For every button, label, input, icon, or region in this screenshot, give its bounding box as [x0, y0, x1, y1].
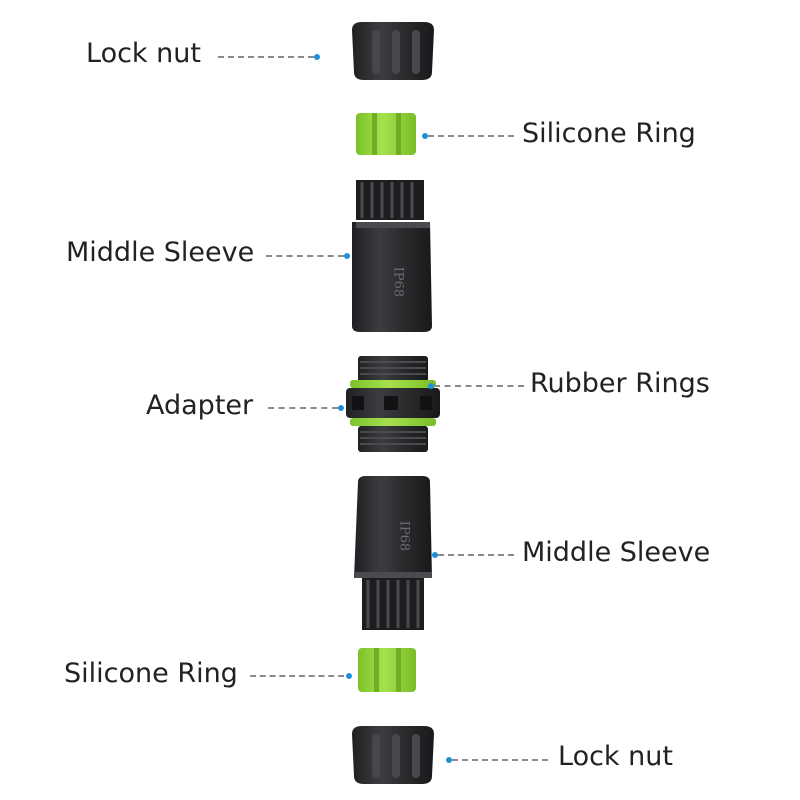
silicone-ring-top-part: [356, 113, 416, 155]
label-silicone-ring-bottom: Silicone Ring: [64, 658, 238, 689]
leader-dot-silicone-ring-bottom: [346, 673, 352, 679]
middle-sleeve-bottom-part: IP68: [354, 476, 432, 630]
leader-middle-sleeve-top: [266, 255, 344, 257]
label-middle-sleeve-top: Middle Sleeve: [66, 237, 255, 268]
leader-dot-middle-sleeve-bottom: [432, 552, 438, 558]
lock-nut-bottom-part: [352, 726, 434, 784]
leader-middle-sleeve-bottom: [438, 554, 514, 556]
leader-silicone-ring-bottom: [250, 675, 344, 677]
label-rubber-rings: Rubber Rings: [530, 368, 710, 399]
leader-dot-rubber-rings: [428, 383, 434, 389]
label-adapter: Adapter: [146, 390, 254, 421]
label-lock-nut-top: Lock nut: [86, 38, 201, 69]
middle-sleeve-top-part: IP68: [352, 180, 432, 332]
leader-silicone-ring-top: [428, 135, 514, 137]
leader-dot-middle-sleeve-top: [344, 253, 350, 259]
label-lock-nut-bottom: Lock nut: [558, 741, 673, 772]
lock-nut-top-part: [352, 22, 434, 80]
leader-dot-lock-nut-bottom: [446, 757, 452, 763]
leader-lock-nut-bottom: [452, 759, 548, 761]
leader-rubber-rings: [434, 385, 524, 387]
leader-adapter: [268, 407, 338, 409]
middle-sleeve-bottom-marking: IP68: [397, 521, 412, 551]
adapter-part: [346, 356, 440, 452]
label-middle-sleeve-bottom: Middle Sleeve: [522, 537, 711, 568]
silicone-ring-bottom-part: [358, 648, 416, 692]
leader-dot-silicone-ring-top: [422, 133, 428, 139]
leader-dot-lock-nut-top: [314, 54, 320, 60]
middle-sleeve-top-marking: IP68: [391, 267, 406, 297]
leader-lock-nut-top: [218, 56, 314, 58]
label-silicone-ring-top: Silicone Ring: [522, 118, 696, 149]
leader-dot-adapter: [338, 405, 344, 411]
